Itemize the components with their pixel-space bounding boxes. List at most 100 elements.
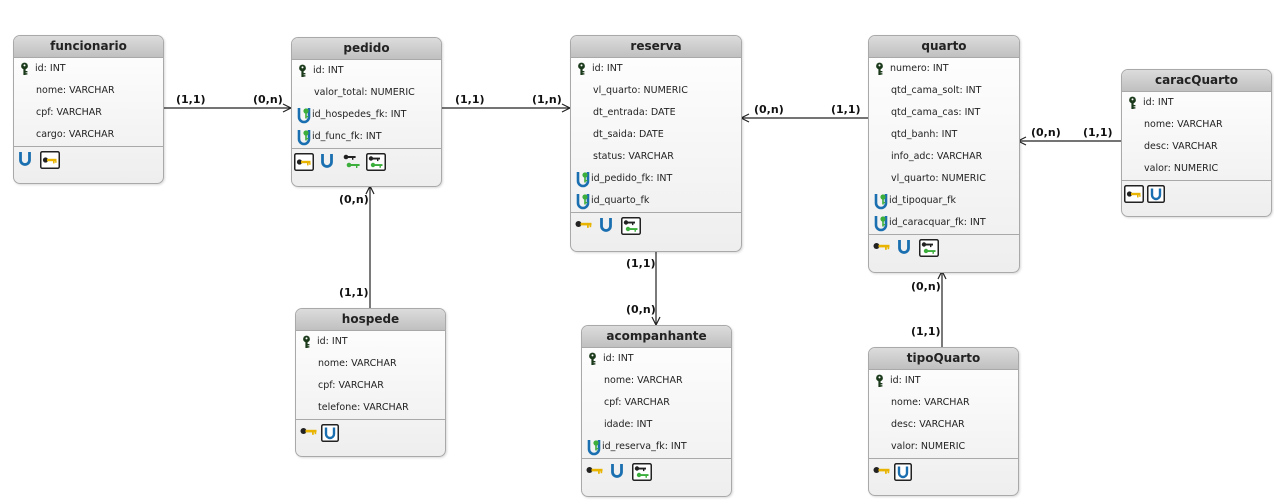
unique-index-icon[interactable] — [1147, 185, 1165, 203]
field-row[interactable]: cargo: VARCHAR — [14, 124, 163, 146]
unique-index-icon[interactable] — [321, 424, 339, 442]
field-row[interactable]: qtd_banh: INT — [869, 124, 1019, 146]
index-bar — [292, 148, 441, 175]
index-bar — [296, 419, 445, 446]
field-row[interactable]: id: INT — [869, 370, 1018, 392]
field-row[interactable]: id_hospedes_fk: INT — [292, 104, 441, 126]
field-row[interactable]: cpf: VARCHAR — [14, 102, 163, 124]
field-label: id_caracquar_fk: INT — [889, 217, 986, 228]
field-row[interactable]: id: INT — [571, 58, 741, 80]
field-label: qtd_cama_solt: INT — [891, 85, 982, 96]
cardinality-label: (1,n) — [532, 93, 562, 106]
foreign-key-icon — [586, 438, 602, 456]
cardinality-label: (0,n) — [339, 193, 369, 206]
foreign-key-index-icon[interactable] — [632, 463, 652, 481]
entity-pedido[interactable]: pedido id: INT valor_total: NUMERIC id_h… — [291, 37, 442, 187]
field-row[interactable]: cpf: VARCHAR — [296, 375, 445, 397]
field-row[interactable]: desc: VARCHAR — [869, 414, 1018, 436]
foreign-key-index-icon[interactable] — [342, 153, 362, 171]
field-row[interactable]: id_pedido_fk: INT — [571, 168, 741, 190]
field-row[interactable]: id_func_fk: INT — [292, 126, 441, 148]
entity-reserva[interactable]: reserva id: INT vl_quarto: NUMERIC dt_en… — [570, 35, 742, 252]
field-row[interactable]: nome: VARCHAR — [582, 370, 731, 392]
field-row[interactable]: valor: NUMERIC — [1122, 158, 1271, 180]
field-label: nome: VARCHAR — [1144, 119, 1223, 130]
foreign-key-index-icon[interactable] — [366, 153, 386, 171]
field-label: status: VARCHAR — [593, 151, 674, 162]
field-row[interactable]: id: INT — [582, 348, 731, 370]
field-label: nome: VARCHAR — [891, 397, 970, 408]
field-label: desc: VARCHAR — [891, 419, 965, 430]
field-row[interactable]: dt_saida: DATE — [571, 124, 741, 146]
index-bar — [14, 146, 163, 173]
field-row[interactable]: qtd_cama_cas: INT — [869, 102, 1019, 124]
primary-key-index-icon[interactable] — [872, 463, 892, 477]
field-row[interactable]: info_adc: VARCHAR — [869, 146, 1019, 168]
entity-quarto[interactable]: quarto numero: INT qtd_cama_solt: INT qt… — [868, 35, 1020, 273]
foreign-key-index-icon[interactable] — [621, 217, 641, 235]
foreign-key-icon — [575, 192, 591, 210]
primary-key-index-icon[interactable] — [585, 463, 605, 477]
foreign-key-index-icon[interactable] — [919, 239, 939, 257]
field-row[interactable]: id_reserva_fk: INT — [582, 436, 731, 458]
entity-funcionario[interactable]: funcionario id: INT nome: VARCHAR cpf: V… — [13, 35, 164, 184]
field-row[interactable]: valor_total: NUMERIC — [292, 82, 441, 104]
field-label: id: INT — [317, 336, 348, 347]
field-row[interactable]: id: INT — [14, 58, 163, 80]
primary-key-index-icon[interactable] — [294, 153, 314, 171]
field-row[interactable]: vl_quarto: NUMERIC — [571, 80, 741, 102]
field-label: id_tipoquar_fk — [889, 195, 957, 206]
field-row[interactable]: id: INT — [296, 331, 445, 353]
field-row[interactable]: id_quarto_fk — [571, 190, 741, 212]
primary-key-icon — [298, 64, 307, 78]
field-row[interactable]: nome: VARCHAR — [296, 353, 445, 375]
cardinality-label: (0,n) — [754, 103, 784, 116]
unique-index-icon[interactable] — [897, 239, 911, 255]
cardinality-label: (1,1) — [831, 103, 861, 116]
unique-index-icon[interactable] — [894, 463, 912, 481]
entity-title: pedido — [292, 38, 441, 60]
field-row[interactable]: id: INT — [292, 60, 441, 82]
field-row[interactable]: nome: VARCHAR — [1122, 114, 1271, 136]
primary-key-index-icon[interactable] — [1124, 185, 1144, 203]
primary-key-icon — [875, 62, 884, 76]
field-row[interactable]: valor: NUMERIC — [869, 436, 1018, 458]
field-label: id: INT — [35, 63, 66, 74]
primary-key-index-icon[interactable] — [574, 217, 594, 231]
field-row[interactable]: idade: INT — [582, 414, 731, 436]
field-row[interactable]: id: INT — [1122, 92, 1271, 114]
field-label: nome: VARCHAR — [36, 85, 115, 96]
field-row[interactable]: id_tipoquar_fk — [869, 190, 1019, 212]
primary-key-index-icon[interactable] — [40, 151, 60, 169]
field-row[interactable]: nome: VARCHAR — [14, 80, 163, 102]
field-row[interactable]: nome: VARCHAR — [869, 392, 1018, 414]
field-row[interactable]: telefone: VARCHAR — [296, 397, 445, 419]
primary-key-index-icon[interactable] — [299, 424, 319, 438]
field-row[interactable]: dt_entrada: DATE — [571, 102, 741, 124]
entity-caracquarto[interactable]: caracQuarto id: INT nome: VARCHAR desc: … — [1121, 69, 1272, 217]
field-row[interactable]: cpf: VARCHAR — [582, 392, 731, 414]
entity-hospede[interactable]: hospede id: INT nome: VARCHAR cpf: VARCH… — [295, 308, 446, 457]
primary-key-icon — [20, 62, 29, 76]
field-row[interactable]: status: VARCHAR — [571, 146, 741, 168]
field-row[interactable]: numero: INT — [869, 58, 1019, 80]
unique-index-icon[interactable] — [320, 153, 334, 169]
cardinality-label: (0,n) — [253, 93, 283, 106]
unique-index-icon[interactable] — [599, 217, 613, 233]
field-row[interactable]: desc: VARCHAR — [1122, 136, 1271, 158]
unique-index-icon[interactable] — [610, 463, 624, 479]
primary-key-index-icon[interactable] — [872, 239, 892, 253]
entity-tipoquarto[interactable]: tipoQuarto id: INT nome: VARCHAR desc: V… — [868, 347, 1019, 496]
field-row[interactable]: vl_quarto: NUMERIC — [869, 168, 1019, 190]
index-bar — [1122, 180, 1271, 207]
unique-index-icon[interactable] — [18, 151, 32, 167]
entity-title: caracQuarto — [1122, 70, 1271, 92]
field-row[interactable]: qtd_cama_solt: INT — [869, 80, 1019, 102]
primary-key-icon — [1128, 96, 1137, 110]
field-label: info_adc: VARCHAR — [891, 151, 983, 162]
entity-acompanhante[interactable]: acompanhante id: INT nome: VARCHAR cpf: … — [581, 325, 732, 497]
cardinality-label: (1,1) — [911, 325, 941, 338]
field-row[interactable]: id_caracquar_fk: INT — [869, 212, 1019, 234]
primary-key-icon — [577, 62, 586, 76]
